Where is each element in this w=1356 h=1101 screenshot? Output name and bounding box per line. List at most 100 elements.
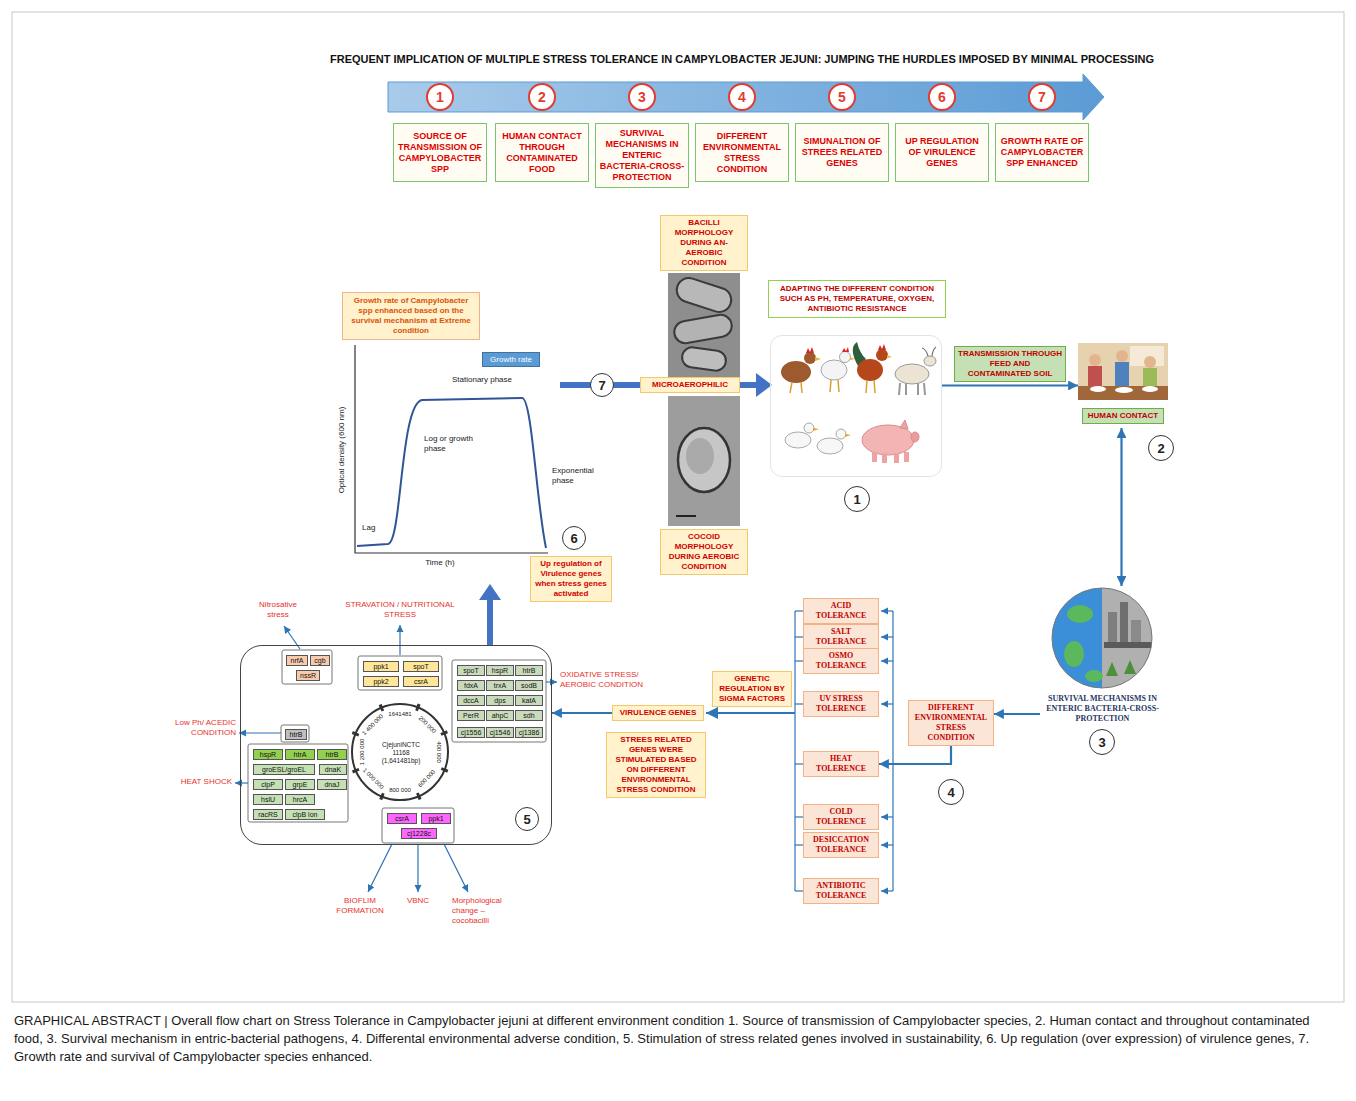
bracket bbox=[881, 844, 893, 845]
earth-picture bbox=[1104, 642, 1152, 648]
earth-picture bbox=[1120, 602, 1128, 642]
node-text: dnaK bbox=[320, 765, 346, 775]
node-text: HUMAN CONTACT THROUGH CONTAMINATED FOOD bbox=[499, 131, 585, 175]
node-text: SALT TOLERANCE bbox=[807, 627, 875, 647]
micrograph-bacilli bbox=[674, 275, 735, 315]
flow-arrow bbox=[479, 584, 501, 600]
micrograph-bacilli bbox=[681, 346, 727, 372]
node-text: SURVIVAL MECHANISMS IN ENTERIC BACTERIA-… bbox=[1040, 694, 1165, 724]
node-text: 2 bbox=[1148, 435, 1174, 461]
annotation: Log or growth phase bbox=[424, 434, 476, 454]
annotation: BIOFLIM FORMATION bbox=[330, 896, 390, 916]
node-text: Up regulation of Virulence genes when st… bbox=[534, 559, 608, 599]
node-text: htrB bbox=[318, 750, 346, 760]
farm-animals bbox=[790, 382, 792, 393]
annotation: Exponential phase bbox=[552, 466, 604, 486]
farm-animals bbox=[872, 452, 877, 462]
annotation: 1641481 bbox=[388, 711, 411, 718]
annotation: HEAT SHOCK bbox=[166, 777, 232, 787]
flow-arrow bbox=[879, 746, 951, 764]
node-text: 5 bbox=[838, 89, 846, 105]
node-text: GENETIC REGULATION BY SIGMA FACTORS bbox=[716, 674, 788, 704]
annotation: Morphological change – cocobacilli bbox=[452, 896, 514, 926]
node-text: clpP bbox=[254, 780, 282, 790]
farm-animals bbox=[917, 383, 919, 395]
bracket bbox=[881, 816, 893, 817]
bracket bbox=[881, 703, 893, 704]
gene-box: csrA bbox=[387, 813, 417, 824]
caption: GRAPHICAL ABSTRACT | Overall flow chart … bbox=[14, 1012, 1340, 1066]
node-text: cj1556 bbox=[458, 728, 484, 738]
label-box: UP REGULATION OF VIRULENCE GENES bbox=[895, 123, 989, 182]
annotation: 600 000 bbox=[417, 769, 437, 789]
farm-animals bbox=[878, 344, 886, 350]
node-text: ppk1 bbox=[364, 662, 398, 672]
node-text: COCOID MORPHOLOGY DURING AEROBIC CONDITI… bbox=[664, 532, 744, 572]
node-text: SIMUNALTION OF STREES RELATED GENES bbox=[799, 136, 885, 169]
title: FREQUENT IMPLICATION OF MULTIPLE STRESS … bbox=[242, 52, 1242, 66]
flow-arrow bbox=[479, 373, 772, 645]
gene-box: nssR bbox=[296, 670, 320, 681]
node-text: sdh bbox=[516, 711, 542, 721]
gene-box: dccA bbox=[457, 695, 485, 706]
node-text: 7 bbox=[598, 378, 605, 393]
gene-box: hspR bbox=[253, 749, 283, 760]
gene-box: sodB bbox=[515, 680, 543, 691]
earth-picture bbox=[1106, 660, 1136, 676]
farm-animals bbox=[781, 361, 811, 383]
gene-box: ppk2 bbox=[363, 676, 399, 687]
node-text: ahpC bbox=[487, 711, 513, 721]
farm-animals bbox=[911, 432, 919, 442]
node-text: htrB bbox=[286, 730, 306, 740]
flow-arrow bbox=[552, 712, 612, 714]
farm-animals bbox=[895, 364, 929, 384]
label-box: MICROAEROPHILIC bbox=[640, 377, 740, 393]
annotation: 800 000 bbox=[389, 787, 411, 794]
flow-arrow bbox=[994, 713, 1040, 715]
farm-animals bbox=[905, 383, 907, 395]
human-photo bbox=[1089, 354, 1101, 366]
gene-box: cgb bbox=[310, 655, 330, 666]
farm-animals bbox=[876, 349, 888, 361]
genome-ring bbox=[338, 690, 461, 813]
picture-panel: HUMAN CONTACT2 bbox=[1078, 343, 1168, 428]
node-text: UV STRESS TOLERENCE bbox=[807, 694, 875, 714]
leader-arrow bbox=[368, 844, 392, 892]
earth-picture bbox=[1131, 620, 1141, 642]
bracket bbox=[795, 610, 803, 611]
growth-chart bbox=[357, 398, 546, 548]
label-box: HEAT TOLERENCE bbox=[803, 751, 879, 777]
label-box: SURVIVAL MECHANISMS IN ENTERIC BACTERIA-… bbox=[595, 123, 689, 188]
node-text: 3 bbox=[638, 89, 646, 105]
node-text: cj1546 bbox=[487, 728, 513, 738]
farm-animals bbox=[781, 342, 936, 463]
step-number: 7 bbox=[590, 373, 614, 397]
gene-box: hrcA bbox=[285, 794, 315, 805]
earth-picture bbox=[1052, 588, 1152, 688]
node-text: cj1228c bbox=[402, 829, 436, 839]
leader-arrow bbox=[239, 732, 281, 733]
micrograph-coccoid bbox=[668, 396, 740, 526]
gene-box: hspR bbox=[486, 665, 514, 676]
bracket bbox=[795, 636, 803, 637]
human-photo bbox=[1078, 386, 1168, 400]
label-box: Up regulation of Virulence genes when st… bbox=[530, 556, 612, 602]
human-photo bbox=[1090, 386, 1106, 392]
node-text: DIFFERENT ENVIRONMENTAL STRESS CONDITION bbox=[699, 131, 785, 175]
leader-arrow bbox=[235, 782, 248, 783]
step-number: 5 bbox=[828, 83, 856, 111]
node-text: ACID TOLERANCE bbox=[807, 601, 875, 621]
node-text: OSMO TOLERANCE bbox=[807, 651, 875, 671]
farm-animals bbox=[857, 359, 883, 381]
farm-animals bbox=[821, 360, 847, 380]
node-text: htrA bbox=[286, 750, 314, 760]
node-text: spoT bbox=[458, 666, 484, 676]
annotation: Lag bbox=[362, 523, 386, 533]
gene-group bbox=[281, 725, 309, 742]
gene-group bbox=[248, 744, 348, 822]
leader-arrow bbox=[444, 844, 468, 892]
node-text: cj1386 bbox=[516, 728, 542, 738]
node-text: racRS bbox=[254, 810, 282, 820]
node-text: SURVIVAL MECHANISMS IN ENTERIC BACTERIA-… bbox=[599, 128, 685, 183]
